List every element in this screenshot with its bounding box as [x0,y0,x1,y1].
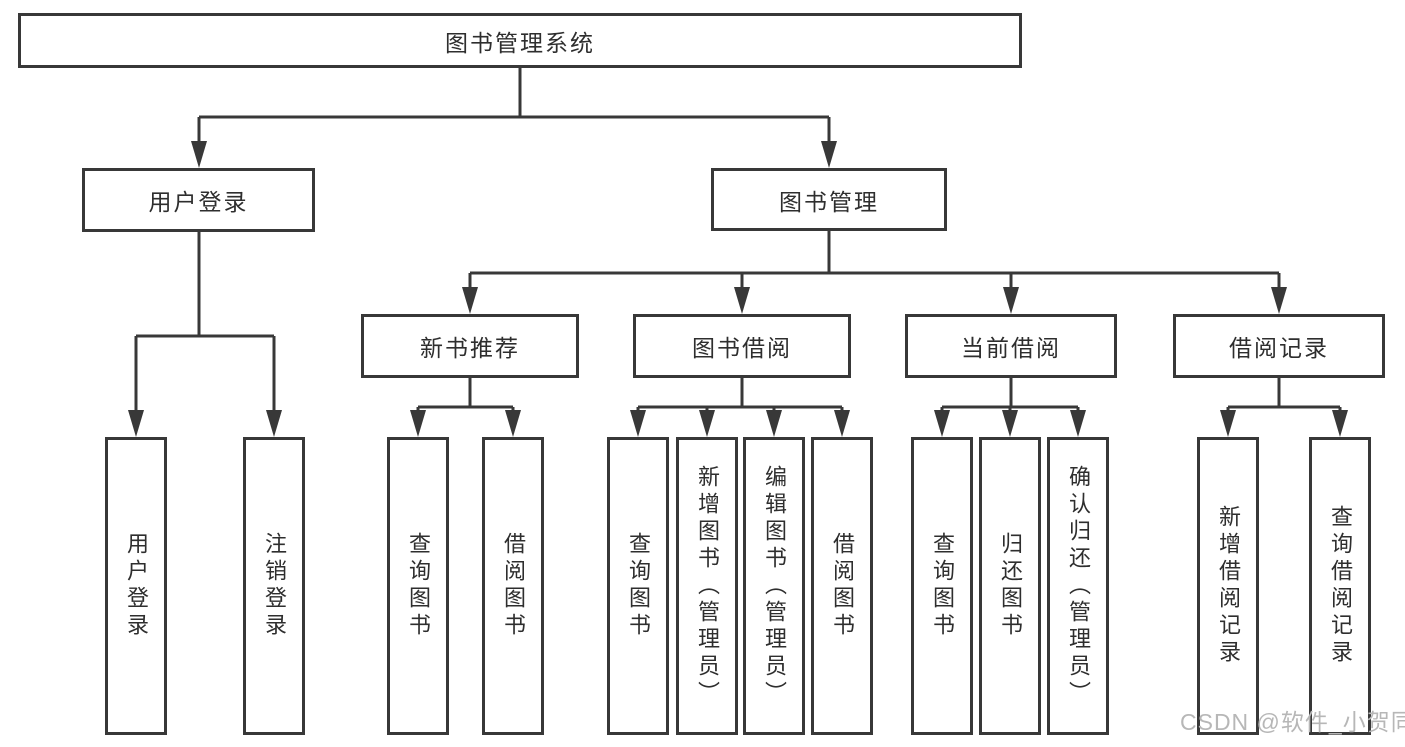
node-borrow-records: 借阅记录 [1173,314,1385,378]
leaf-add-book-admin: 新增图书（管理员） [676,437,738,735]
leaf-confirm-return-admin: 确认归还（管理员） [1047,437,1109,735]
node-current-borrow: 当前借阅 [905,314,1117,378]
leaf-return-book: 归还图书 [979,437,1041,735]
leaf-borrow-books-recommend: 借阅图书 [482,437,544,735]
watermark: CSDN @软件_小贺同学 [1180,709,1405,735]
node-book-borrow: 图书借阅 [633,314,851,378]
node-borrow-records-label: 借阅记录 [1229,335,1329,361]
leaf-query-borrow-record: 查询借阅记录 [1309,437,1371,735]
leaf-query-books-borrow: 查询图书 [607,437,669,735]
leaf-edit-book-admin: 编辑图书（管理员） [743,437,805,735]
leaf-add-borrow-record: 新增借阅记录 [1197,437,1259,735]
node-root-label: 图书管理系统 [445,29,595,56]
node-user-login: 用户登录 [82,168,315,232]
node-current-borrow-label: 当前借阅 [961,335,1061,361]
node-root: 图书管理系统 [18,13,1022,68]
leaf-query-books-recommend: 查询图书 [387,437,449,735]
leaf-user-login: 用户登录 [105,437,167,735]
node-new-book-recommend-label: 新书推荐 [420,335,520,361]
leaf-borrow-books-borrow: 借阅图书 [811,437,873,735]
node-book-borrow-label: 图书借阅 [692,335,792,361]
node-book-management: 图书管理 [711,168,947,231]
node-user-login-label: 用户登录 [148,189,249,215]
node-book-management-label: 图书管理 [779,188,879,215]
leaf-query-books-current: 查询图书 [911,437,973,735]
node-new-book-recommend: 新书推荐 [361,314,579,378]
leaf-logout: 注销登录 [243,437,305,735]
